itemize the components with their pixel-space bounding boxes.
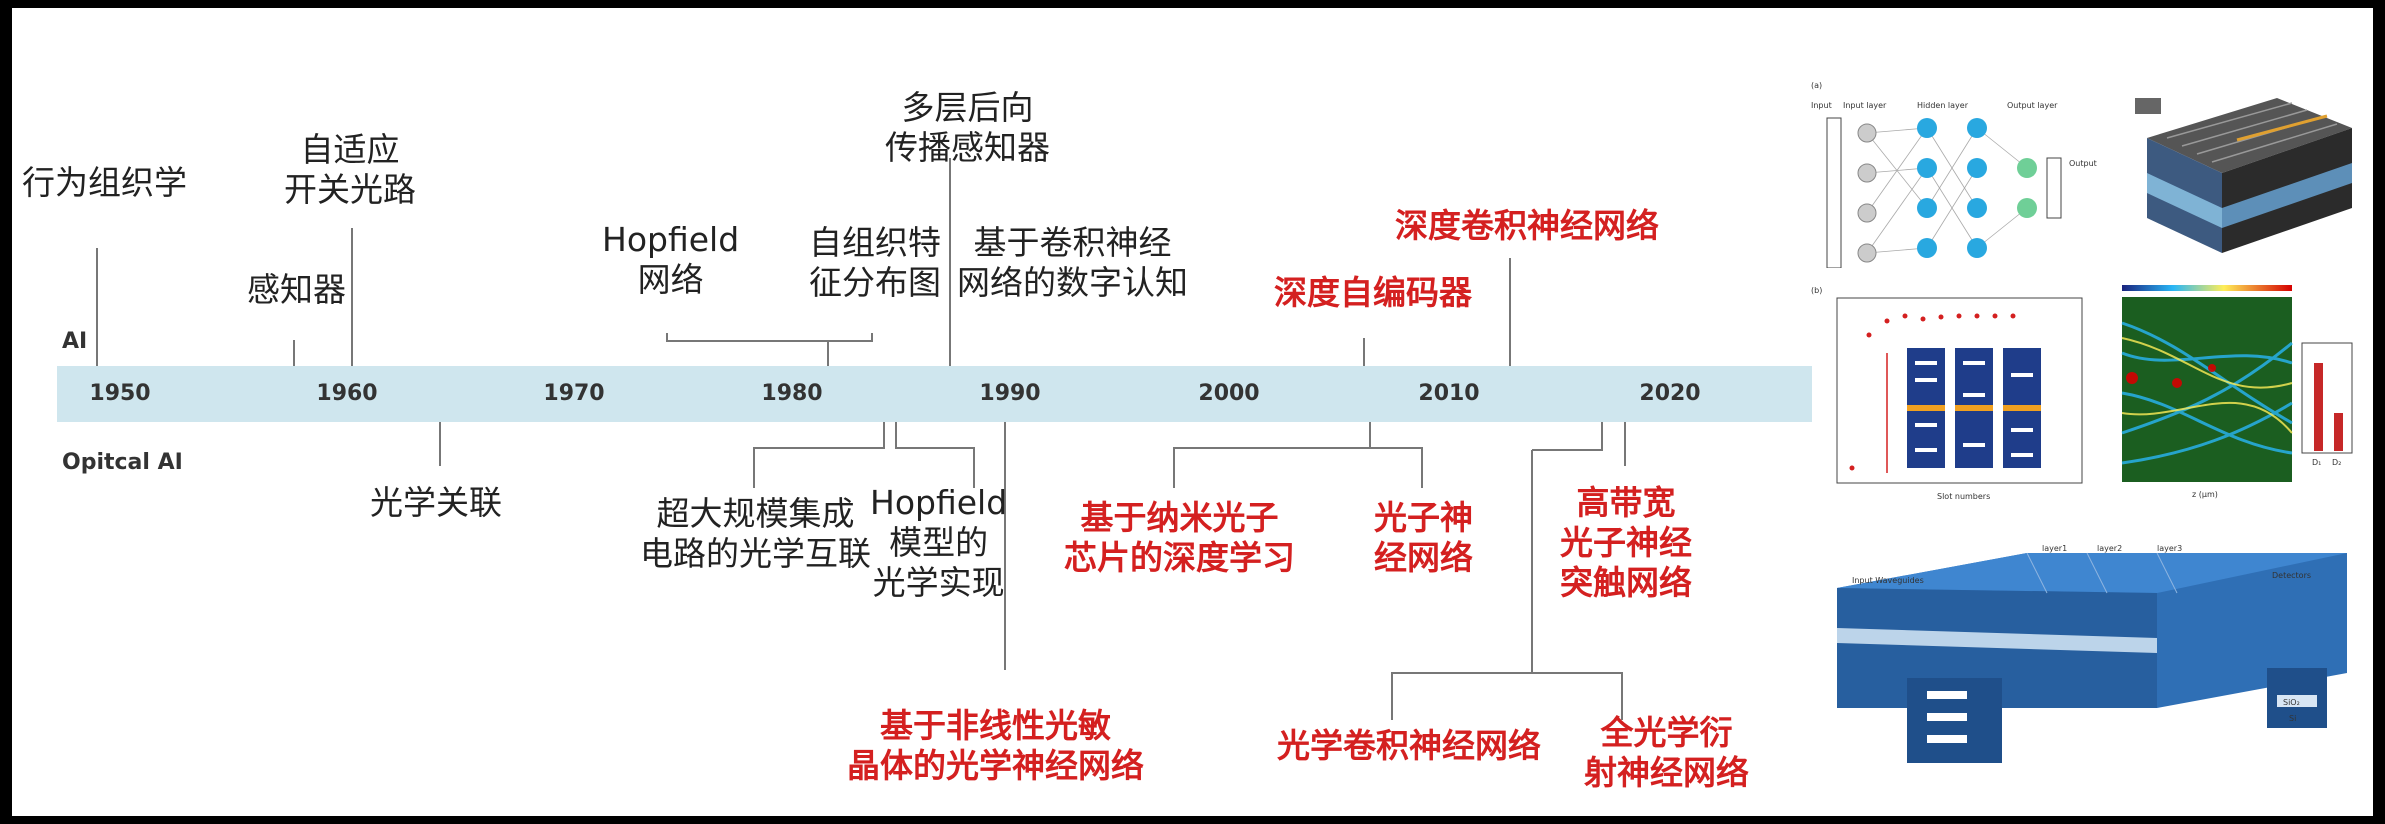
svg-text:(b): (b) bbox=[1811, 286, 1822, 295]
ai-event-behavior-organization: 行为组织学 bbox=[22, 163, 187, 202]
diffractive-waveguide-render: Input Waveguides layer1 layer2 layer3 De… bbox=[1837, 544, 2347, 763]
year-1960: 1960 bbox=[316, 381, 378, 406]
svg-text:Input layer: Input layer bbox=[1843, 101, 1887, 110]
optical-event-nanophotonic-chip: 基于纳米光子 芯片的深度学习 bbox=[1064, 498, 1295, 577]
timeline-band bbox=[57, 366, 1812, 422]
year-1990: 1990 bbox=[979, 381, 1041, 406]
field-propagation-map: z (μm) D₁ D₂ bbox=[2121, 285, 2353, 499]
timeline-connectors bbox=[96, 158, 1626, 720]
svg-text:SiO₂: SiO₂ bbox=[2283, 698, 2300, 707]
ai-event-self-organizing-map: 自组织特 征分布图 bbox=[809, 223, 941, 302]
slot-response-plot: (b) Slot numbers bbox=[1811, 286, 2083, 501]
year-2010: 2010 bbox=[1418, 381, 1480, 406]
year-1980: 1980 bbox=[761, 381, 823, 406]
neural-network-schematic: (a) Input Input layer Hidden layer Outpu… bbox=[1811, 81, 2097, 268]
svg-text:layer3: layer3 bbox=[2157, 544, 2182, 553]
ai-event-backprop-perceptron: 多层后向 传播感知器 bbox=[885, 88, 1050, 167]
svg-text:(a): (a) bbox=[1811, 81, 1822, 90]
row-label-ai: AI bbox=[62, 329, 88, 354]
svg-text:Output layer: Output layer bbox=[2007, 101, 2058, 110]
svg-text:D₁: D₁ bbox=[2312, 458, 2321, 467]
svg-text:Output: Output bbox=[2069, 159, 2097, 168]
photonic-chip-render bbox=[2135, 98, 2352, 253]
optical-event-correlation: 光学关联 bbox=[370, 483, 502, 522]
optical-event-optical-cnn: 光学卷积神经网络 bbox=[1277, 726, 1541, 765]
ai-event-deep-autoencoder: 深度自编码器 bbox=[1274, 273, 1472, 312]
svg-text:layer2: layer2 bbox=[2097, 544, 2122, 553]
ai-event-hopfield-network: Hopfield 网络 bbox=[602, 220, 740, 299]
svg-text:Input Waveguides: Input Waveguides bbox=[1852, 576, 1924, 585]
optical-event-diffractive-nn: 全光学衍 射神经网络 bbox=[1584, 713, 1749, 792]
ai-event-perceptron: 感知器 bbox=[247, 270, 346, 309]
optical-event-nonlinear-crystal: 基于非线性光敏 晶体的光学神经网络 bbox=[847, 706, 1144, 785]
svg-text:D₂: D₂ bbox=[2332, 458, 2341, 467]
ai-event-cnn-digit-recognition: 基于卷积神经 网络的数字认知 bbox=[957, 223, 1188, 302]
year-2000: 2000 bbox=[1198, 381, 1260, 406]
svg-text:layer1: layer1 bbox=[2042, 544, 2067, 553]
optical-event-high-bandwidth-synapse: 高带宽 光子神经 突触网络 bbox=[1560, 483, 1692, 602]
svg-text:Detectors: Detectors bbox=[2272, 571, 2311, 580]
figure-frame: AI Opitcal AI 1950 1960 1970 1980 1990 2… bbox=[12, 8, 2373, 816]
svg-text:z (μm): z (μm) bbox=[2192, 490, 2218, 499]
year-1950: 1950 bbox=[89, 381, 151, 406]
optical-event-vlsi-interconnect: 超大规模集成 电路的光学互联 bbox=[640, 494, 871, 573]
svg-text:Si: Si bbox=[2289, 714, 2296, 723]
optical-event-hopfield-optical: Hopfield 模型的 光学实现 bbox=[870, 483, 1008, 602]
svg-text:Hidden layer: Hidden layer bbox=[1917, 101, 1969, 110]
ai-event-deep-cnn: 深度卷积神经网络 bbox=[1395, 206, 1659, 245]
year-2020: 2020 bbox=[1639, 381, 1701, 406]
year-1970: 1970 bbox=[543, 381, 605, 406]
optical-event-photonic-nn: 光子神 经网络 bbox=[1374, 498, 1473, 577]
ai-event-adaptive-switch: 自适应 开关光路 bbox=[284, 130, 416, 209]
svg-text:Input: Input bbox=[1811, 101, 1832, 110]
svg-text:Slot numbers: Slot numbers bbox=[1937, 492, 1990, 501]
row-label-optical-ai: Opitcal AI bbox=[62, 450, 183, 475]
